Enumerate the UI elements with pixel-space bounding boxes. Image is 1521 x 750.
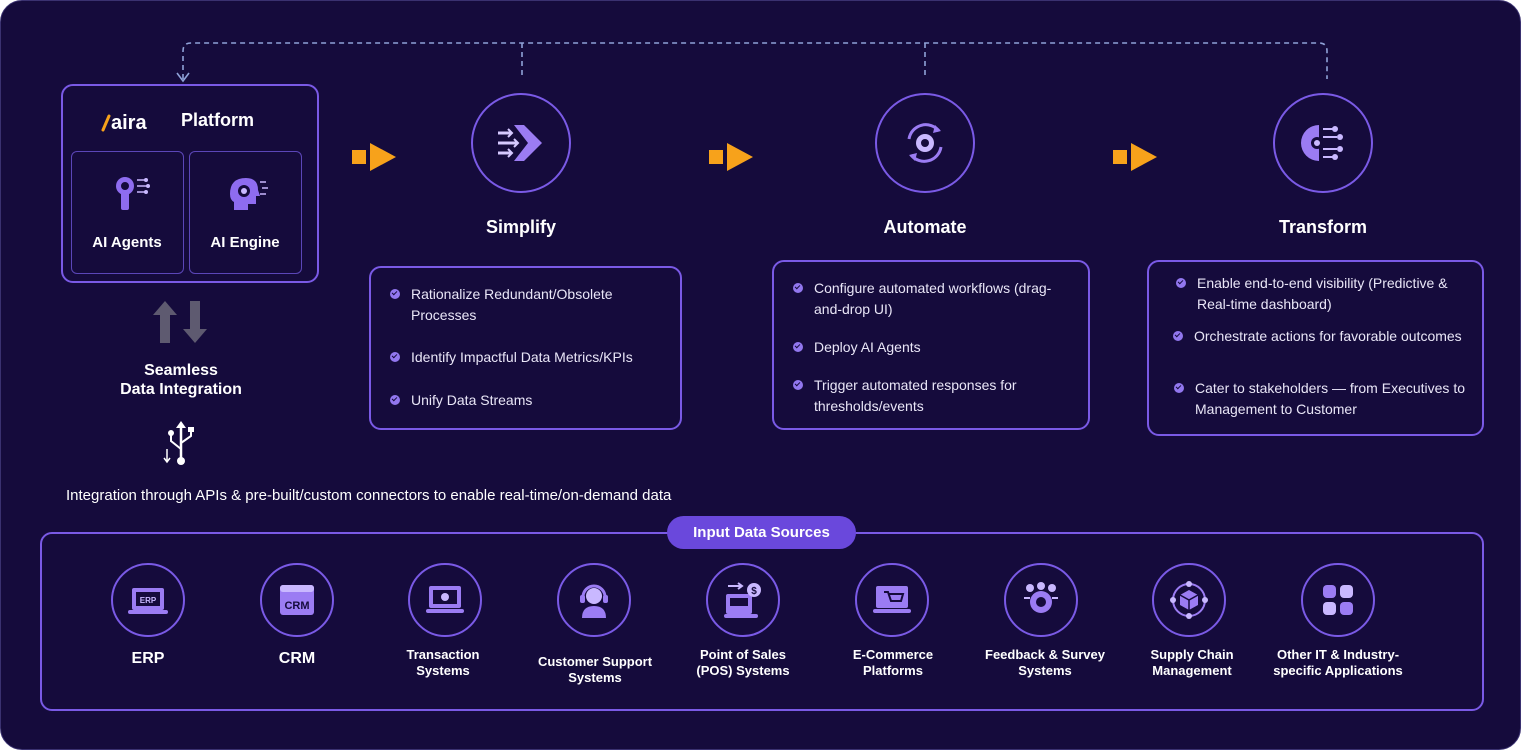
input-sources-pill: Input Data Sources — [667, 516, 856, 549]
source-crm-line1: CRM — [278, 650, 316, 667]
source-pos-label: Point of Sales(POS) Systems — [663, 647, 823, 679]
crm-icon: CRM — [280, 585, 314, 615]
source-ecommerce-line1: E-Commerce — [852, 647, 934, 662]
transform-title: Transform — [1278, 217, 1368, 237]
platform-box: aira Platform AI Agents AI Engine — [61, 84, 319, 283]
usb-icon — [163, 421, 194, 465]
integration-title-line2: Data Integration — [120, 381, 242, 398]
source-crm-label: CRM — [217, 651, 377, 667]
automate-icon — [907, 123, 943, 163]
pos-icon: $ — [724, 582, 761, 618]
source-pos-line2: (POS) Systems — [696, 663, 790, 678]
transform-bullet-1-text: Enable end-to-end visibility (Predictive… — [1197, 275, 1448, 312]
automate-circle — [875, 93, 975, 193]
source-supply-chain-line2: Management — [1152, 663, 1232, 678]
ai-engine-card: AI Engine — [189, 151, 302, 274]
source-erp-circle: ERP — [111, 563, 185, 637]
simplify-bullet-1-text: Rationalize Redundant/Obsolete Processes — [411, 286, 613, 323]
transform-bullet-3-text: Cater to stakeholders — from Executives … — [1195, 380, 1465, 417]
source-customer-support-line1: Customer Support — [537, 654, 653, 669]
automate-bullet-2: Deploy AI Agents — [793, 337, 1079, 358]
source-supply-chain-circle — [1152, 563, 1226, 637]
source-apps-label: Other IT & Industry-specific Application… — [1258, 647, 1418, 679]
bidirectional-arrows-icon — [153, 301, 207, 343]
source-customer-support-line2: Systems — [568, 670, 622, 685]
simplify-title: Simplify — [485, 217, 556, 237]
erp-icon: ERP — [128, 588, 168, 614]
simplify-bullet-3-text: Unify Data Streams — [411, 392, 533, 408]
source-apps-line2: specific Applications — [1273, 663, 1403, 678]
transform-bullet-2: Orchestrate actions for favorable outcom… — [1173, 326, 1479, 347]
apps-icon — [1323, 585, 1353, 615]
automate-bullet-2-text: Deploy AI Agents — [814, 339, 921, 355]
source-erp-label: ERP — [68, 651, 228, 667]
feedback-icon — [1024, 582, 1058, 613]
supply-chain-icon — [1170, 581, 1208, 619]
transform-bullet-2-text: Orchestrate actions for favorable outcom… — [1194, 328, 1462, 344]
source-transaction-line2: Systems — [416, 663, 470, 678]
customer-support-icon — [580, 584, 608, 618]
transform-bullet-1: Enable end-to-end visibility (Predictive… — [1176, 273, 1482, 315]
automate-box: Configure automated workflows (drag-and-… — [772, 260, 1090, 430]
transform-icon — [1301, 125, 1343, 161]
flow-arrow-3 — [1113, 143, 1157, 171]
flow-arrow-2 — [709, 143, 753, 171]
integration-title-line1: Seamless — [144, 362, 218, 379]
platform-title: Platform — [181, 110, 255, 130]
simplify-bullet-2-text: Identify Impactful Data Metrics/KPIs — [411, 349, 633, 365]
source-pos-circle: $ — [706, 563, 780, 637]
transform-bullet-3: Cater to stakeholders — from Executives … — [1174, 378, 1482, 420]
source-transaction-circle — [408, 563, 482, 637]
svg-text:ERP: ERP — [140, 596, 157, 605]
aira-logo-text: aira — [111, 112, 147, 132]
source-apps-line1: Other IT & Industry- — [1276, 647, 1400, 662]
automate-bullet-3-text: Trigger automated responses for threshol… — [814, 377, 1017, 414]
source-feedback-line1: Feedback & Survey — [985, 647, 1105, 662]
simplify-box: Rationalize Redundant/Obsolete Processes… — [369, 266, 682, 430]
simplify-bullet-1: Rationalize Redundant/Obsolete Processes — [390, 284, 671, 326]
integration-title: Seamless Data Integration — [61, 361, 301, 399]
automate-bullet-1-text: Configure automated workflows (drag-and-… — [814, 280, 1052, 317]
source-ecommerce-line2: Platforms — [863, 663, 923, 678]
ai-agents-card: AI Agents — [71, 151, 184, 274]
source-supply-chain-line1: Supply Chain — [1150, 647, 1234, 662]
simplify-icon — [498, 125, 542, 161]
source-customer-support-circle — [557, 563, 631, 637]
source-crm-circle: CRM — [260, 563, 334, 637]
svg-text:CRM: CRM — [284, 600, 309, 612]
ai-engine-label: AI Engine — [210, 234, 280, 251]
simplify-circle — [471, 93, 571, 193]
automate-bullet-1: Configure automated workflows (drag-and-… — [793, 278, 1079, 320]
ai-agents-icon — [116, 177, 150, 210]
flow-arrow-1 — [352, 143, 396, 171]
source-erp-line1: ERP — [131, 650, 165, 667]
ecommerce-icon — [873, 586, 911, 613]
source-pos-line1: Point of Sales — [700, 647, 786, 662]
transform-circle — [1273, 93, 1373, 193]
source-ecommerce-circle — [855, 563, 929, 637]
ai-engine-icon — [230, 178, 268, 210]
svg-text:$: $ — [751, 586, 757, 597]
source-apps-circle — [1301, 563, 1375, 637]
aira-logo-icon: aira — [101, 112, 147, 132]
source-feedback-line2: Systems — [1018, 663, 1072, 678]
source-feedback-circle — [1004, 563, 1078, 637]
transaction-icon — [426, 586, 464, 613]
ai-agents-label: AI Agents — [92, 234, 162, 251]
automate-title: Automate — [883, 217, 967, 237]
simplify-bullet-3: Unify Data Streams — [390, 390, 671, 411]
simplify-bullet-2: Identify Impactful Data Metrics/KPIs — [390, 347, 671, 368]
automate-bullet-3: Trigger automated responses for threshol… — [793, 375, 1079, 417]
feedback-loop-connector — [176, 42, 1328, 83]
integration-caption: Integration through APIs & pre-built/cus… — [66, 487, 672, 504]
source-transaction-line1: Transaction — [406, 647, 480, 662]
transform-box: Enable end-to-end visibility (Predictive… — [1147, 260, 1484, 436]
